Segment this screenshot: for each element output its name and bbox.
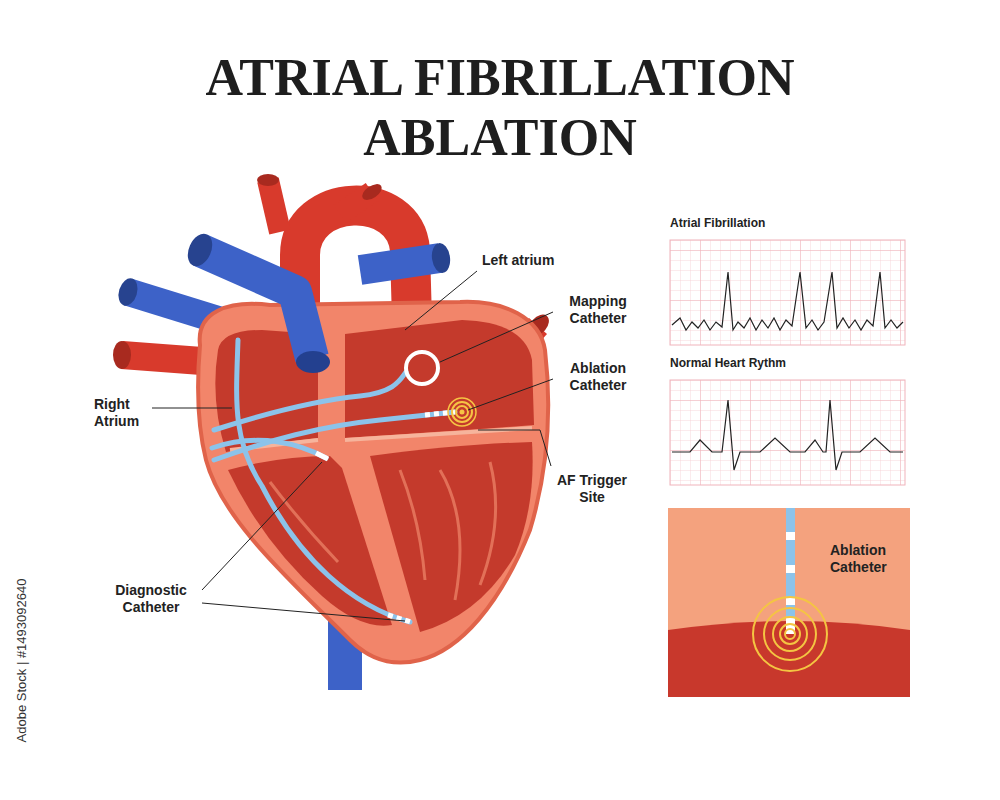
label-box: Right Atrium bbox=[94, 396, 154, 430]
leader-line bbox=[440, 312, 553, 362]
inset-panel: Ablation Catheter bbox=[668, 508, 910, 697]
leader-line bbox=[405, 271, 477, 330]
mapping-loop bbox=[406, 352, 438, 384]
watermark: Adobe Stock | #1493092640 bbox=[15, 578, 30, 742]
tissue-panel bbox=[668, 508, 910, 697]
leader-line bbox=[152, 408, 232, 409]
vessel-opening bbox=[115, 276, 140, 308]
label-box: Ablation Catheter bbox=[558, 360, 638, 394]
energy-ring bbox=[764, 608, 816, 660]
part-label: Ablation Catheter bbox=[558, 360, 638, 394]
part-label: Diagnostic Catheter bbox=[103, 582, 199, 616]
ablation-catheter bbox=[214, 412, 455, 460]
ablation-catheter bbox=[786, 508, 795, 634]
leader-line bbox=[478, 430, 551, 466]
catheter-electrodes bbox=[786, 565, 795, 573]
leader-line bbox=[202, 462, 322, 590]
energy-ring bbox=[456, 406, 468, 418]
diagnostic-catheter bbox=[237, 340, 410, 622]
energy-ring bbox=[452, 402, 472, 422]
catheter-electrodes bbox=[786, 532, 795, 540]
label-box: Mapping Catheter bbox=[558, 293, 638, 327]
title: ATRIAL FIBRILLATION ABLATION bbox=[150, 48, 850, 168]
ecg-grid bbox=[670, 240, 905, 345]
vessel-opening bbox=[360, 181, 385, 203]
panel-heading: Atrial Fibrillation bbox=[670, 216, 906, 230]
vessel-opening bbox=[113, 341, 131, 369]
ecg-grid bbox=[670, 380, 905, 485]
title-box: ATRIAL FIBRILLATION ABLATION bbox=[150, 48, 850, 168]
panel-heading: Normal Heart Rythm bbox=[670, 356, 906, 370]
catheter-electrodes bbox=[786, 597, 795, 605]
trigger-dot bbox=[460, 410, 465, 415]
ecg-trace bbox=[672, 400, 903, 470]
energy-ring bbox=[448, 398, 476, 426]
pulmonary-artery bbox=[360, 258, 440, 270]
label-box: AF Trigger Site bbox=[552, 472, 632, 506]
vessel-opening bbox=[430, 242, 452, 274]
part-label: Ablation Catheter bbox=[830, 542, 908, 576]
energy-ring bbox=[780, 624, 800, 644]
left-ventricle-chamber bbox=[370, 442, 533, 632]
label-box: Diagnostic Catheter bbox=[103, 582, 199, 616]
ecg-panel: Atrial Fibrillation bbox=[668, 216, 908, 347]
catheter-electrodes bbox=[316, 453, 328, 459]
ecg-trace bbox=[672, 272, 903, 330]
vessel-opening bbox=[257, 174, 279, 186]
ecg-panel: Normal Heart Rythm bbox=[668, 356, 908, 487]
part-label: AF Trigger Site bbox=[552, 472, 632, 506]
leader-line bbox=[468, 379, 553, 410]
part-label: Left atrium bbox=[482, 252, 592, 269]
energy-ring bbox=[785, 629, 795, 639]
catheter-electrodes bbox=[425, 412, 455, 415]
aortic-branch bbox=[268, 180, 280, 232]
superior-vena-cava bbox=[200, 250, 312, 358]
label-box: Adobe Stock | #1493092640 bbox=[15, 578, 30, 742]
heart-wall bbox=[198, 302, 548, 663]
trabeculae bbox=[270, 462, 496, 600]
part-label: Right Atrium bbox=[94, 396, 154, 430]
vessel-opening bbox=[296, 351, 330, 373]
energy-ring bbox=[753, 597, 827, 671]
vessel-opening bbox=[183, 230, 217, 270]
label-box: Left atrium bbox=[482, 252, 592, 269]
right-ventricle-chamber bbox=[228, 456, 392, 626]
part-label: Mapping Catheter bbox=[558, 293, 638, 327]
energy-ring bbox=[773, 617, 807, 651]
leader-line bbox=[202, 603, 405, 621]
